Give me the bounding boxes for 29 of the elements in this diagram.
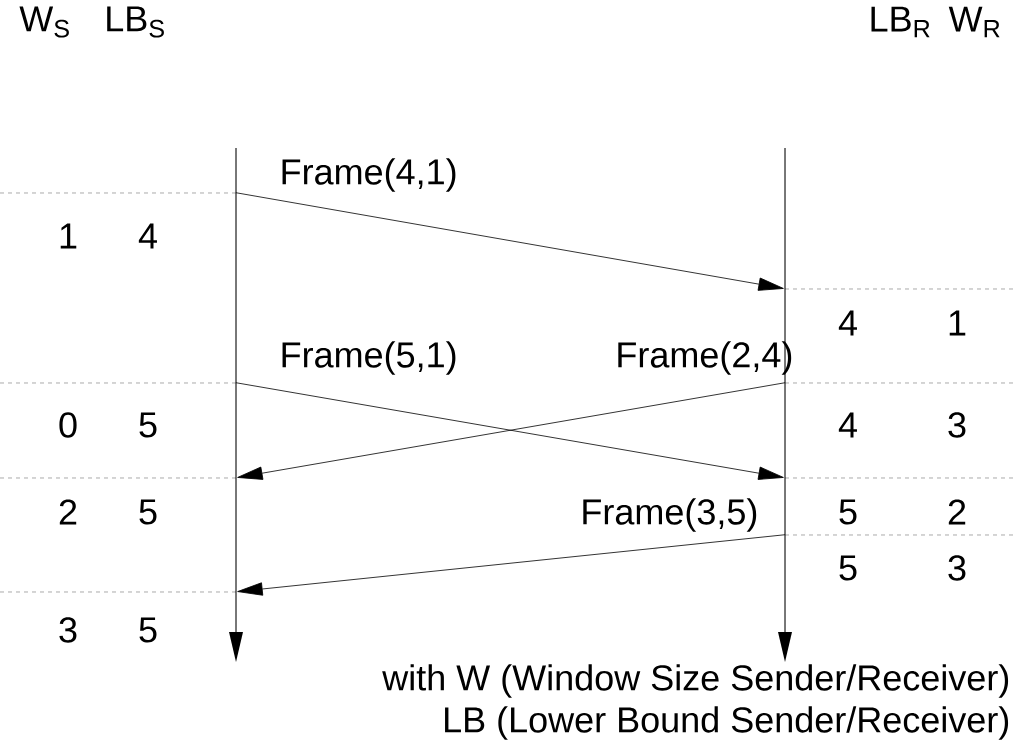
column-header: LB$_{R}$	[871, 6, 930, 38]
edge-label: Frame(2,4)	[618, 341, 792, 375]
note: with W (Window Size Sender/Receiver)	[382, 664, 1009, 698]
column-header: W$_{S}$	[19, 6, 69, 38]
value: 4	[138, 223, 157, 249]
value: 5	[139, 499, 157, 525]
value: 1	[60, 223, 77, 249]
note: LB (Lower Bound Sender/Receiver)	[445, 706, 1009, 740]
column-header: W$_{R}$	[948, 6, 1000, 38]
value: 3	[948, 555, 966, 581]
value: 2	[948, 499, 966, 525]
edge-label: Frame(4,1)	[282, 158, 456, 192]
value: 2	[59, 499, 77, 525]
timeline-arrow	[229, 148, 243, 662]
value: 3	[59, 617, 77, 643]
message-arrow	[237, 534, 786, 596]
value: 5	[839, 555, 857, 581]
value: 5	[839, 499, 857, 525]
value: 3	[948, 412, 966, 438]
value: 1	[949, 310, 966, 336]
value: 0	[59, 412, 77, 438]
edge-label: Frame(3,5)	[583, 498, 757, 532]
value: 5	[139, 617, 157, 643]
column-header: LB$_{S}$	[107, 6, 164, 38]
value: 4	[838, 412, 857, 438]
edge-label: Frame(5,1)	[282, 341, 456, 375]
value: 5	[139, 412, 157, 438]
value: 4	[838, 310, 857, 336]
message-arrow	[235, 192, 784, 291]
